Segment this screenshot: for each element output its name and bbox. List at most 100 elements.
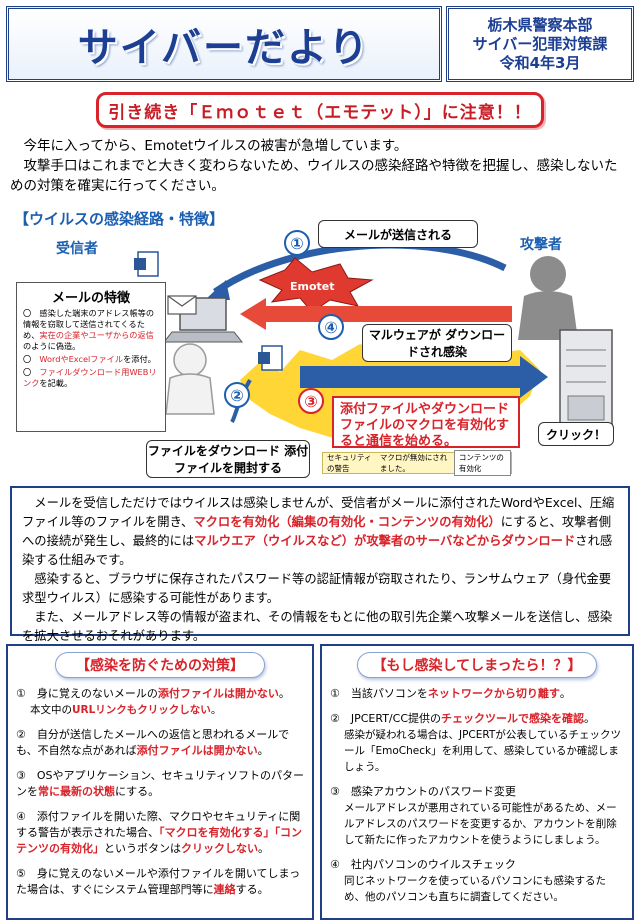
infobar-label: セキュリティの警告 [327,453,372,473]
mail-feature-1-highlight: 実在の企業やユーザからの返信 [39,330,154,340]
infected-item-3: ③ 感染アカウントのパスワード変更 メールアドレスが悪用されている可能性があるた… [330,784,624,848]
attacker-label: 攻撃者 [520,237,562,253]
issuer-box: 栃木県警察本部 サイバー犯罪対策課 令和4年3月 [446,6,634,82]
prevention-2-text: ② 自分が送信したメールへの返信と思われるメールでも、不自然な点があれば [16,728,290,757]
prevention-2-end: 。 [257,744,269,757]
prevention-1-sub-text: 本文中の [30,704,72,716]
mail-feature-2-highlight: WordやExcelファイル [39,354,124,364]
laptop-base [162,331,244,343]
prevention-3-highlight: 常に最新の状態 [38,785,115,798]
receiver-label: 受信者 [56,241,98,257]
infected-item-1: ① 当該パソコンをネットワークから切り離す。 [330,686,624,702]
infected-1-highlight: ネットワークから切り離す [427,687,560,700]
prevention-4-end: 。 [258,842,269,855]
click-callout: クリック！ [538,422,614,446]
prevention-5-end: する。 [235,883,269,896]
infected-2-text: ② JPCERT/CC提供の [330,712,441,725]
prevention-measures-column: 【感染を防ぐための対策】 ① 身に覚えのないメールの添付ファイルは開かない。 本… [6,644,314,920]
infected-item-4: ④ 社内パソコンのウイルスチェック 同じネットワークを使っているパソコンにも感染… [330,857,624,905]
prevention-1-sub-highlight: URLリンクもクリックしない [72,704,211,716]
issue-date: 令和4年3月 [499,53,581,72]
prevention-4-highlight: 「マクロを有効化する」「コンテンツの有効化」 [16,826,302,855]
word-doc-badge [134,258,146,270]
mail-features-box: メールの特徴 〇 感染した端末のアドレス帳等の情報を窃取して送信されてくるため、… [16,282,166,432]
prevention-1-highlight: 添付ファイルは開かない [157,687,279,700]
prevention-item-1: ① 身に覚えのないメールの添付ファイルは開かない。 本文中のURLリンクもクリッ… [16,686,304,718]
mail-feature-3: 〇 ファイルダウンロード用WEBリンクを記載。 [23,367,159,389]
emotet-label: Emotet [290,280,335,293]
issuer-division: サイバー犯罪対策課 [472,34,608,53]
malware-download-arrowhead [240,298,266,330]
infected-4-detail: 同じネットワークを使っているパソコンにも感染するため、他のパソコンも直ちに調査し… [344,875,606,903]
step-1-badge: ① [284,230,310,256]
step-4-badge: ④ [318,314,344,340]
attacker-person-head [530,256,566,292]
explain-p1-a: メールを受信しただけではウイルスは感染しませんが、受信者がメールに添付されたWo… [22,496,615,529]
envelope-flap [167,295,197,307]
prevention-1-sub-end: 。 [210,704,222,716]
newsletter-title: サイバーだより [77,25,371,71]
infected-3-detail: メールアドレスが悪用されている可能性があるため、メールアドレスのパスワードを変更… [344,802,617,846]
prevention-4-text: ④ 添付ファイルを開いた際、マクロやセキュリティに関する警告が表示された場合、 [16,810,301,839]
step-2-badge: ② [224,382,250,408]
prevention-3-text: ③ OSやアプリケーション、セキュリティソフトのパターンを [16,769,304,798]
explain-p1-highlight-download: マルウエア（ウイルスなど）が攻撃者のサーバなどからダウンロード [194,534,576,548]
prevention-item-3: ③ OSやアプリケーション、セキュリティソフトのパターンを常に最新の状態にする。 [16,768,304,800]
warning-banner: 引き続き「Ｅｍｏｔｅｔ（エモテット）」に注意！！ [96,92,544,128]
attacker-person-body [518,291,578,340]
explain-paragraph-2: 感染すると、ブラウザに保存されたパスワード等の認証情報が窃取されたり、ランサムウ… [22,572,612,605]
infected-1-end: 。 [559,687,571,700]
header: サイバーだより 栃木県警察本部 サイバー犯罪対策課 令和4年3月 [6,6,634,82]
explain-p1-highlight-macro: マクロを有効化（編集の有効化・コンテンツの有効化） [193,515,501,529]
receiver-person-body [165,373,215,415]
mail-features-title: メールの特徴 [51,291,130,306]
enable-content-button[interactable]: コンテンツの有効化 [453,450,511,476]
prevention-3-end: にする。 [115,785,160,798]
infection-mechanism-explanation: メールを受信しただけではウイルスは感染しませんが、受信者がメールに添付されたWo… [10,486,630,643]
mail-feature-1-tail: のように偽造。 [23,341,81,351]
if-infected-column: 【もし感染してしまったら！？】 ① 当該パソコンをネットワークから切り離す。 ②… [320,644,634,920]
prevention-1-text: ① 身に覚えのないメールの [16,687,158,700]
infected-3-heading: ③ 感染アカウントのパスワード変更 [330,785,516,798]
connection-arrow [300,366,520,388]
macro-warning-text: 添付ファイルやダウンロードファイルのマクロを有効化すると通信を始める。 [332,396,520,449]
mail-sent-arrowhead [205,280,230,300]
prevention-item-5: ⑤ 身に覚えのないメールや添付ファイルを開いてしまった場合は、すぐにシステム管理… [16,866,304,898]
explain-paragraph-1: メールを受信しただけではウイルスは感染しませんが、受信者がメールに添付されたWo… [22,494,618,570]
prevention-4-mid: というボタンは [104,842,181,855]
infection-route-diagram: 【ウイルスの感染経路・特徴】 受信者 攻撃者 メールの特徴 〇 感染した端末のア… [0,200,640,480]
malware-download-callout: マルウェアが ダウンロードされ感染 [362,324,512,362]
prevention-item-4: ④ 添付ファイルを開いた際、マクロやセキュリティに関する警告が表示された場合、「… [16,809,304,857]
prevention-5-text: ⑤ 身に覚えのないメールや添付ファイルを開いてしまった場合は、すぐにシステム管理… [16,867,301,896]
prevention-title: 【感染を防ぐための対策】 [55,652,265,678]
newsletter-title-box: サイバーだより [6,6,442,82]
explain-p1-c: にすると、攻撃者側への接続が発生し、最終的には [22,515,612,548]
prevention-5-highlight: 連絡 [213,883,236,896]
prevention-1-sub: 本文中のURLリンクもクリックしない。 [16,702,304,718]
infobar-message: マクロが無効にされました。 [379,453,448,473]
open-attachment-callout: ファイルをダウンロード 添付ファイルを開封する [146,440,310,478]
connection-arrowhead [520,356,548,398]
emotet-burst [258,257,374,313]
intro-text: 今年に入ってから、Emotetウイルスの被害が急増しています。 攻撃手口はこれま… [10,136,630,196]
mail-feature-3-highlight: ファイルダウンロード用WEBリンク [23,367,157,388]
infected-2-end: 。 [584,712,595,725]
step-3-badge: ③ [298,388,324,414]
mail-feature-1: 〇 感染した端末のアドレス帳等の情報を窃取して送信されてくるため、実在の企業やユ… [23,308,159,352]
infected-item-2: ② JPCERT/CC提供のチェックツールで感染を確認。 感染が疑われる場合は、… [330,711,624,775]
prevention-1-end: 。 [278,687,290,700]
mail-sent-callout: メールが送信される [318,220,478,248]
mail-feature-2-tail: を添付。 [123,354,156,364]
prevention-item-2: ② 自分が送信したメールへの返信と思われるメールでも、不自然な点があれば添付ファ… [16,727,304,759]
prevention-4-highlight-2: クリックしない [181,842,258,855]
intro-paragraph-2: 攻撃手口はこれまでと大きく変わらないため、ウイルスの感染経路や特徴を把握し、感染… [10,158,618,194]
mail-feature-2: 〇 WordやExcelファイルを添付。 [23,354,159,365]
issuer-org: 栃木県警察本部 [487,15,593,34]
intro-paragraph-1: 今年に入ってから、Emotetウイルスの被害が急増しています。 [23,138,408,154]
malware-download-arrow [262,306,512,322]
mail-feature-2-bullet: 〇 [23,354,40,364]
server-slot [567,395,605,421]
infected-4-heading: ④ 社内パソコンのウイルスチェック [330,858,516,871]
mail-feature-3-bullet: 〇 [23,367,40,377]
mail-feature-3-tail: を記載。 [39,378,73,388]
